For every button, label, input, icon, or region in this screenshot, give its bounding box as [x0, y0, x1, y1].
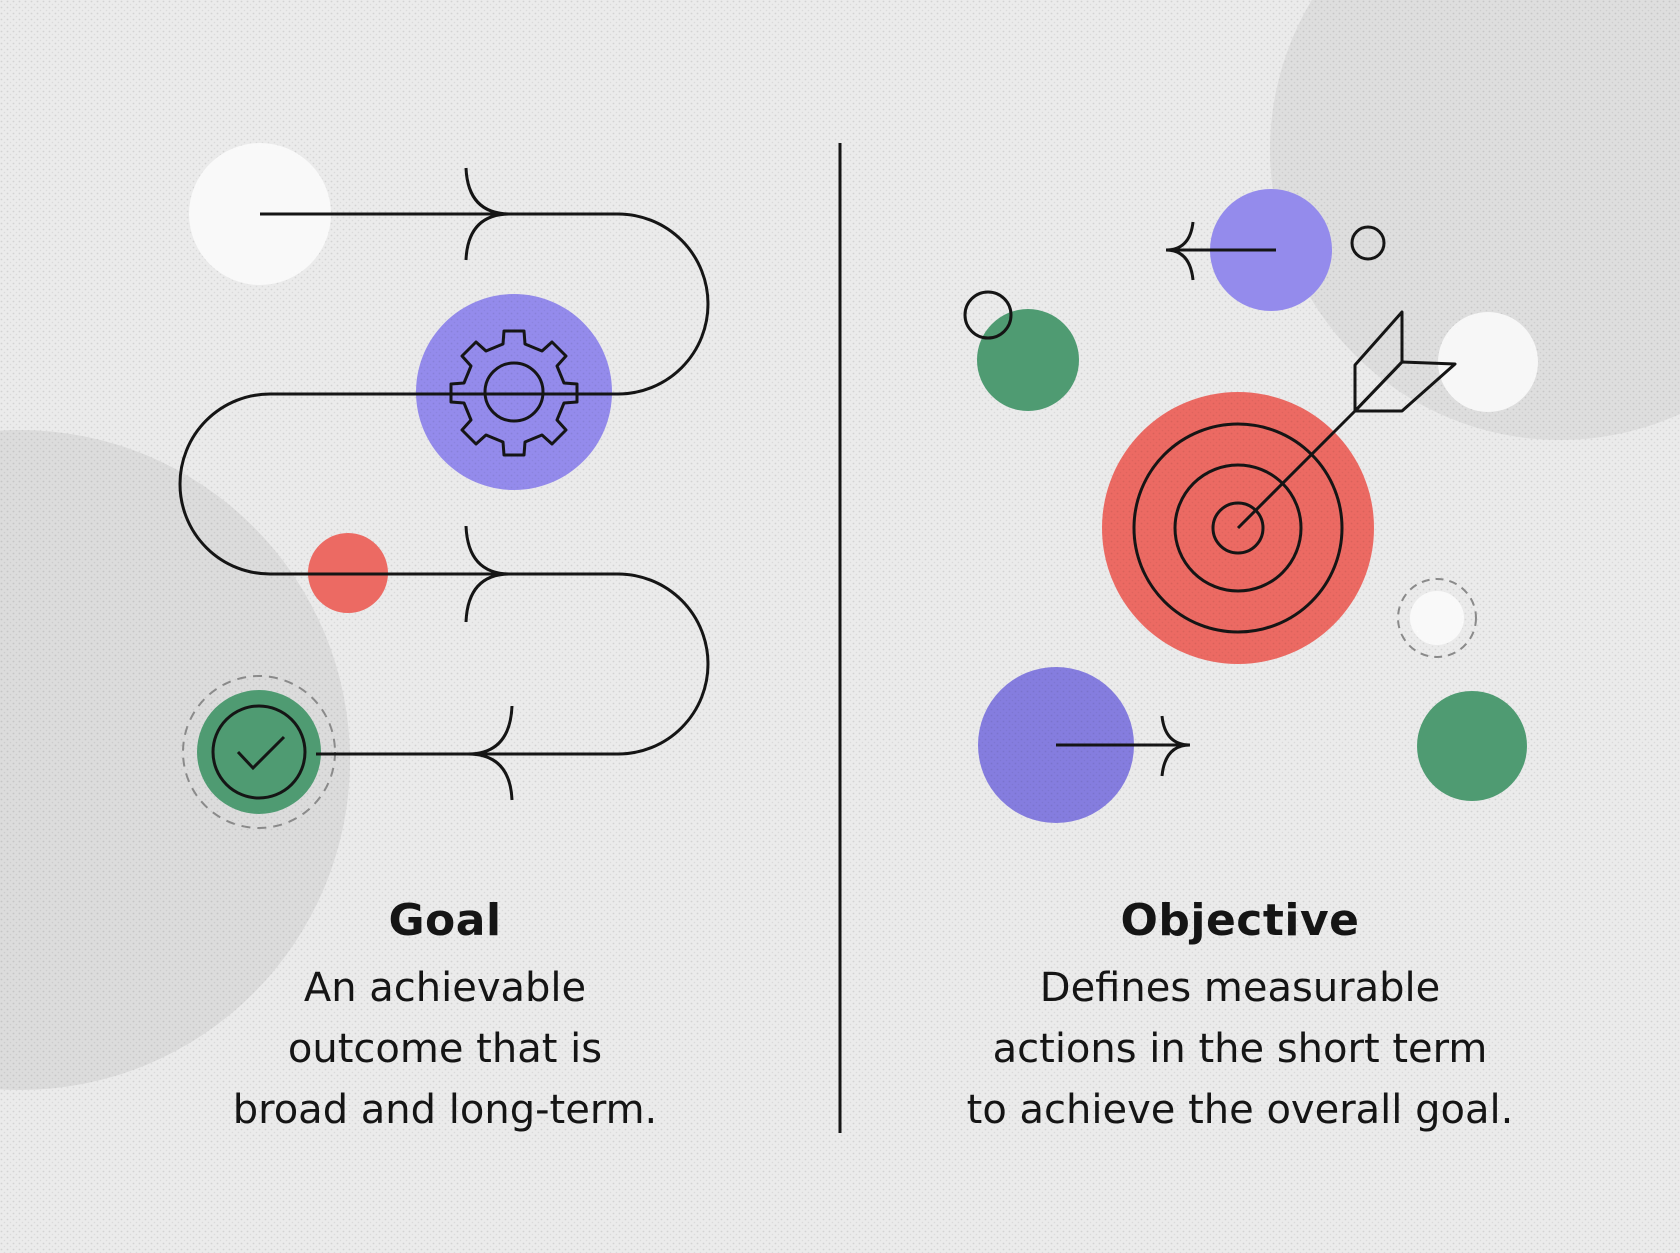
dashed-ring [1397, 578, 1477, 658]
arrow-right-icon [464, 167, 511, 261]
objective-description-line: Defines measurable [1039, 965, 1441, 1011]
green-circle [197, 690, 321, 814]
checkmark-icon [211, 704, 307, 800]
objective-description-line: to achieve the overall goal. [966, 1087, 1514, 1133]
goal-description-line: An achievable [303, 965, 587, 1011]
white-circle [1438, 312, 1538, 412]
dart-arrow-icon [1236, 310, 1457, 530]
arrow-left-icon [467, 705, 514, 801]
gear-icon [449, 329, 579, 457]
small-ring [1350, 225, 1386, 261]
winding-path [178, 212, 710, 756]
green-circle [977, 309, 1079, 411]
goal-caption: Goal An achievable outcome that is broad… [140, 895, 750, 1141]
goal-description-line: broad and long-term. [232, 1087, 658, 1133]
small-ring [963, 290, 1013, 340]
arrow-left-icon [1165, 221, 1276, 281]
objective-title: Objective [1120, 895, 1360, 946]
objective-description-line: actions in the short term [992, 1026, 1488, 1072]
objective-caption: Objective Defines measurable actions in … [930, 895, 1550, 1141]
arrow-right-icon [464, 525, 511, 623]
dashed-ring [182, 675, 336, 829]
arrow-right-icon [1056, 715, 1191, 777]
goal-title: Goal [388, 895, 502, 946]
target-icon [1132, 422, 1344, 634]
goal-illustration [178, 143, 710, 829]
goal-description-line: outcome that is [287, 1026, 603, 1072]
objective-illustration [963, 189, 1538, 823]
green-circle [1417, 691, 1527, 801]
white-circle [1410, 591, 1464, 645]
